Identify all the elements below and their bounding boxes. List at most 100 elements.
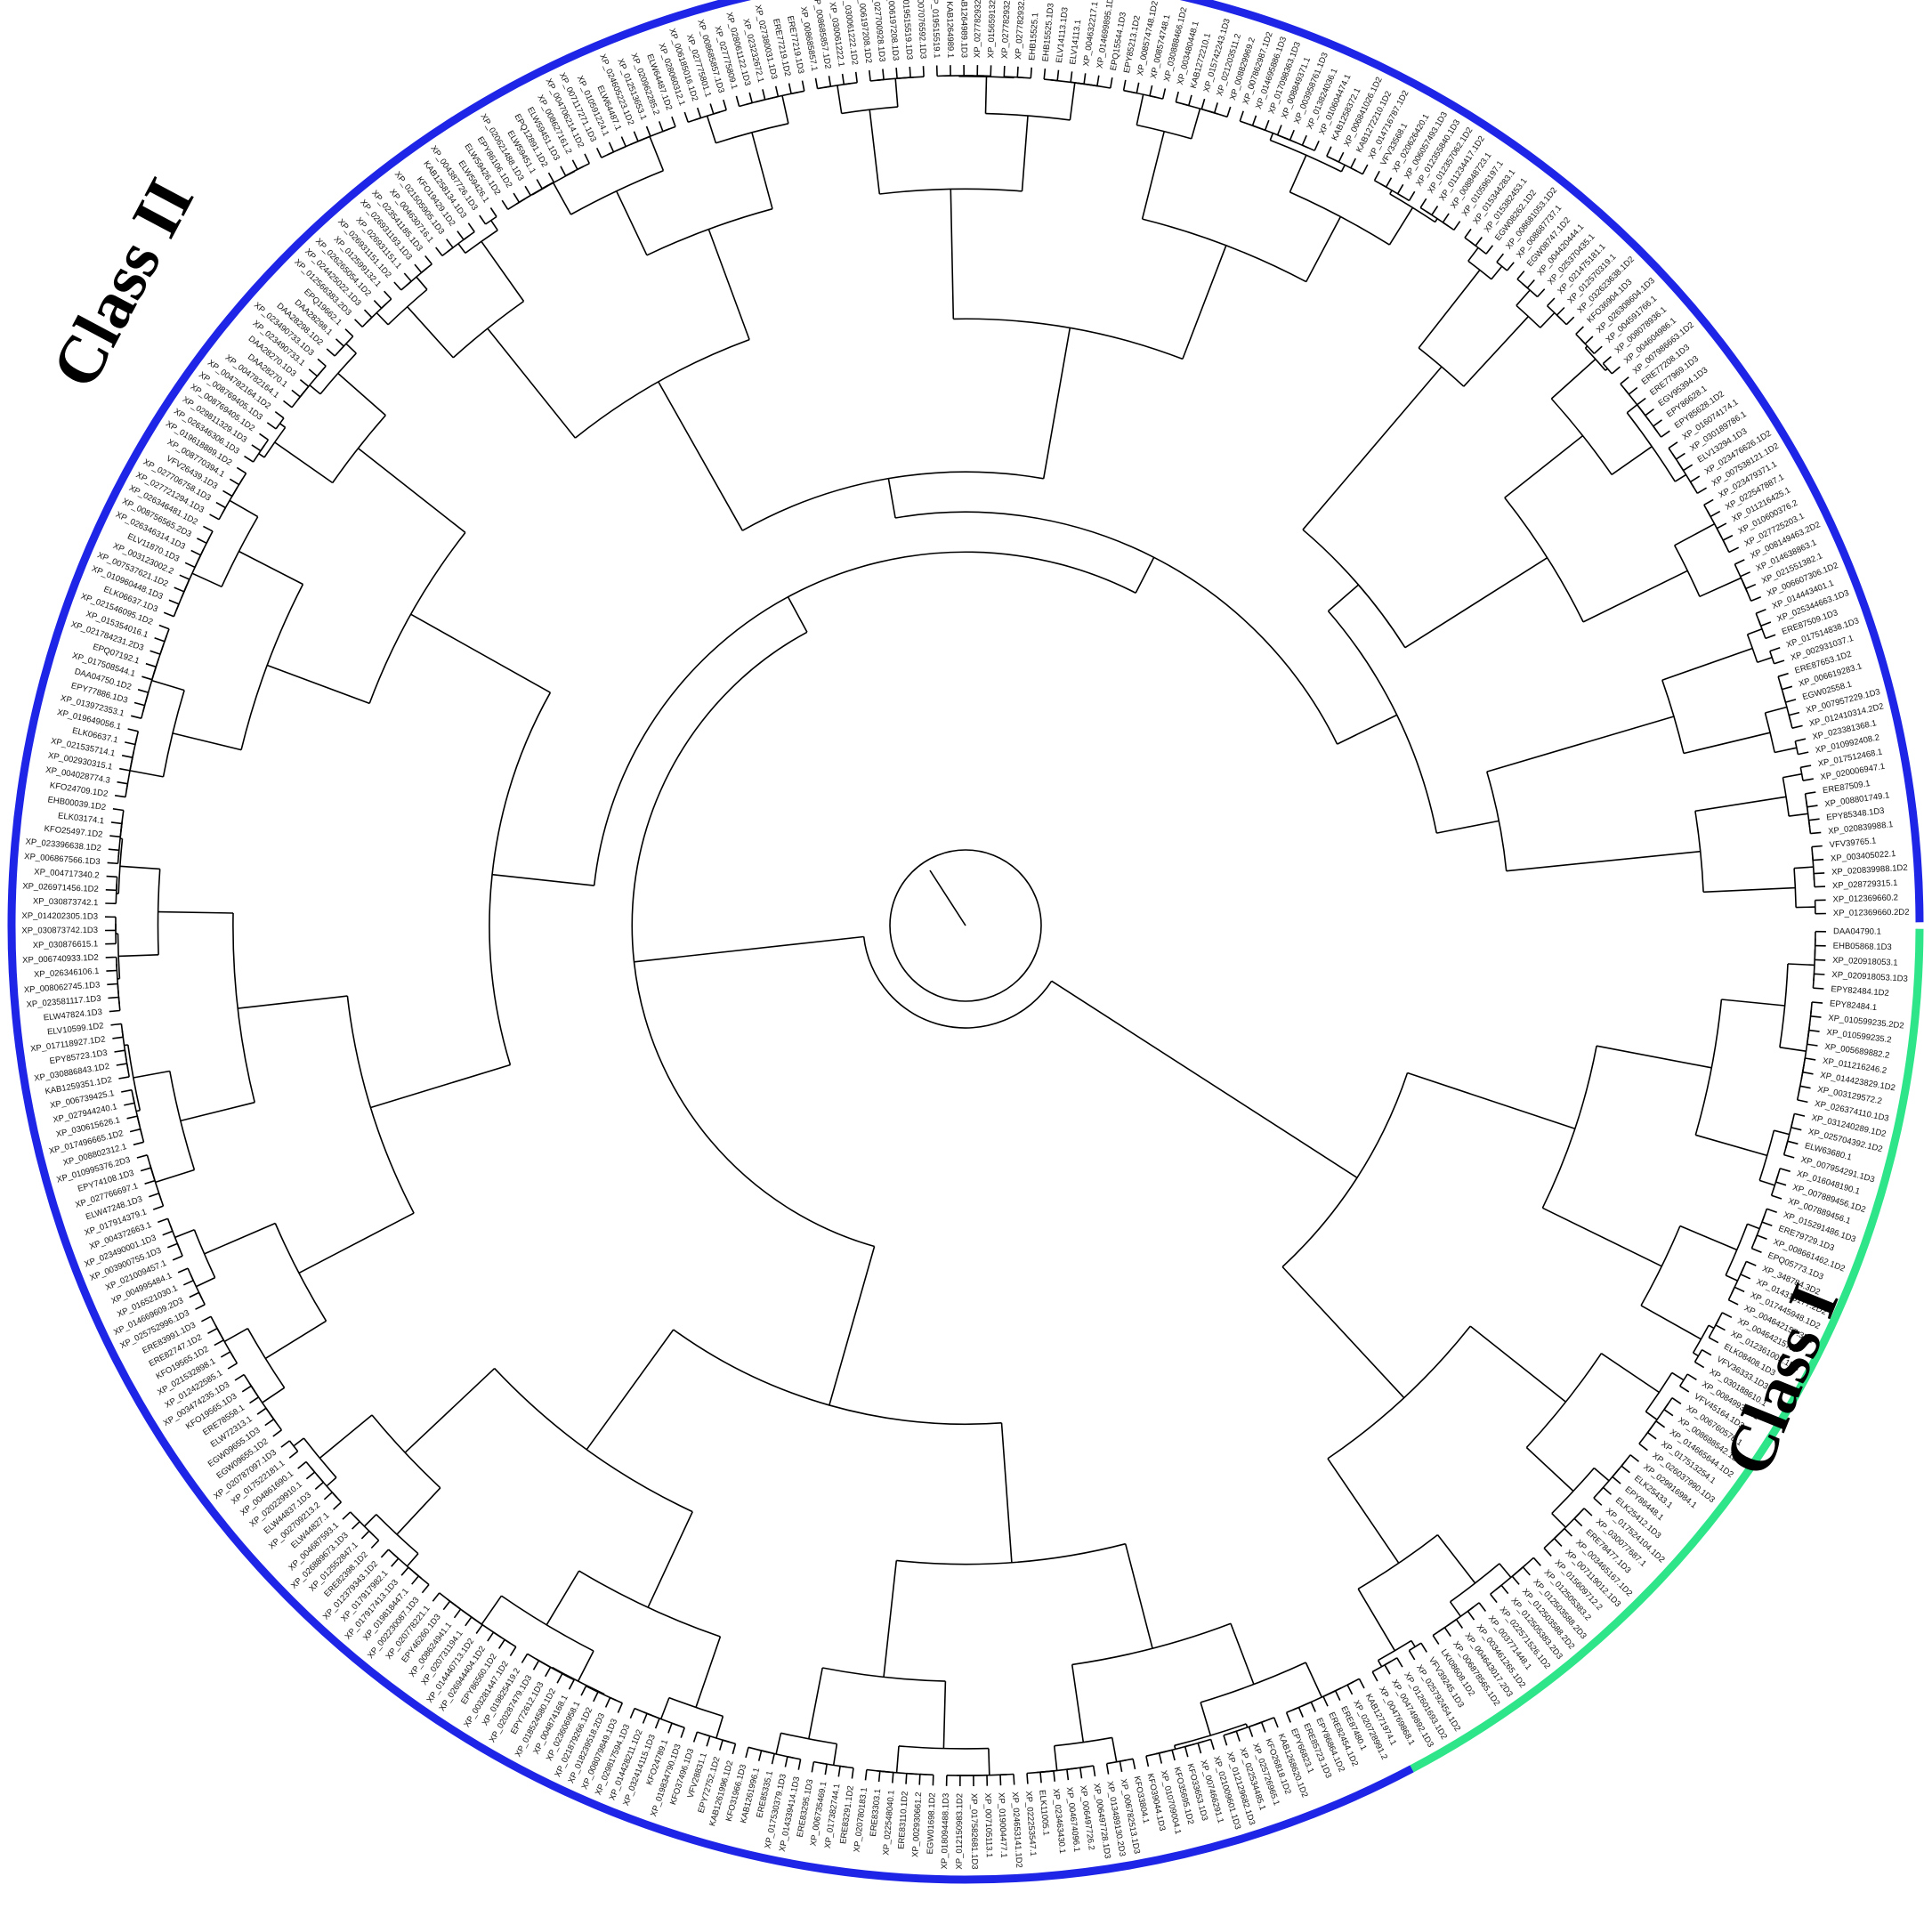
tree-branch (1638, 1443, 1648, 1452)
tree-branch (457, 243, 466, 254)
tree-branch (1699, 577, 1742, 598)
tree-branch (895, 1745, 900, 1773)
tree-branch (1136, 124, 1192, 140)
tree-branch (204, 1222, 276, 1255)
tree-branch (887, 478, 896, 519)
leaf-label: EPY82484.1D2 (1831, 984, 1889, 999)
tree-branch (1371, 1671, 1378, 1682)
tree-branch (1721, 1312, 1733, 1319)
tree-branch (1805, 1057, 1816, 1061)
tree-branch (317, 358, 327, 367)
tree-branch (1802, 1071, 1814, 1075)
tree-branch (1289, 129, 1295, 141)
tree-branch (1119, 1760, 1123, 1773)
tree-branch (1432, 1635, 1440, 1646)
tree-branch (1251, 115, 1257, 126)
tree-branch (150, 650, 161, 655)
tree-branch (1715, 1324, 1726, 1331)
tree-branch (905, 1773, 908, 1784)
tree-branch (1565, 316, 1575, 326)
tree-branch (1431, 206, 1439, 215)
tree-branch (735, 95, 740, 107)
tree-branch (158, 910, 234, 914)
tree-branch (457, 231, 465, 240)
leaf-label: XP_027782932.1D2 (973, 0, 983, 58)
tree-branch (424, 255, 432, 265)
tree-branch (467, 222, 475, 232)
leaf-label: XP_019515519.1D3 (900, 0, 915, 60)
tree-branch (787, 596, 808, 633)
tree-branch (1584, 336, 1594, 344)
tree-branch (1647, 1431, 1657, 1440)
tree-branch (1175, 91, 1179, 102)
tree-branch (1248, 1727, 1254, 1737)
leaf-label: XP_030873742.1 (33, 896, 99, 908)
tree-branch (1411, 1640, 1416, 1647)
tree-branch (319, 352, 357, 395)
tree-branch (524, 185, 531, 196)
tree-branch (942, 1681, 947, 1749)
tree-branch (252, 444, 265, 463)
tree-branch (132, 1096, 141, 1127)
tree-branch (342, 1511, 352, 1520)
tree-branch (1645, 1371, 1673, 1412)
tree-branch (1230, 1623, 1255, 1685)
class-ii-arc (7, 0, 1924, 1884)
tree-branch (107, 983, 118, 986)
tree-branch (1750, 595, 1762, 603)
tree-branch (797, 1759, 802, 1770)
tree-branch (1340, 165, 1346, 173)
tree-branch (1765, 634, 1776, 640)
tree-branch (1774, 659, 1785, 665)
tree-branch (654, 1718, 660, 1729)
tree-branch (1813, 858, 1824, 861)
tree-branch (234, 1373, 245, 1381)
tree-branch (109, 1009, 120, 1013)
tree-branch (671, 116, 676, 127)
tree-branch (376, 311, 389, 326)
tree-branch (1467, 1610, 1475, 1621)
tree-branch (869, 109, 881, 195)
tree-branch (263, 426, 287, 458)
tree-branch (958, 75, 1015, 79)
tree-branch (631, 631, 875, 1248)
tree-branch (1789, 711, 1800, 716)
tree-branch (1184, 1746, 1189, 1758)
tree-branch (999, 1775, 1002, 1786)
tree-branch (1384, 1664, 1391, 1675)
tree-branch (323, 1492, 333, 1500)
tree-branch (1235, 1730, 1241, 1742)
leaf-label: EHB15525.1D3 (1041, 3, 1056, 62)
tree-branch (155, 1169, 195, 1184)
tree-branch (1771, 1194, 1782, 1200)
tree-branch (288, 1451, 299, 1459)
tree-branch (864, 1769, 868, 1781)
leaf-label: XP_004717340.2 (34, 867, 100, 880)
tree-branch (308, 368, 318, 377)
tree-branch (279, 423, 287, 428)
tree-branch (129, 1128, 141, 1133)
tree-branch (1486, 716, 1675, 772)
tree-branch (1264, 119, 1270, 131)
tree-branch (775, 1733, 782, 1755)
tree-branch (251, 444, 262, 452)
tree-branch (236, 466, 247, 474)
tree-branch (1305, 216, 1342, 282)
tree-branch (1171, 1750, 1176, 1761)
tree-branch (118, 954, 159, 958)
tree-branch (1694, 796, 1787, 813)
tree-branch (1782, 772, 1802, 779)
tree-branch (1612, 1476, 1621, 1484)
tree-branch (174, 586, 185, 593)
tree-branch (1708, 1318, 1720, 1339)
tree-branch (918, 1774, 921, 1785)
tree-branch (360, 1530, 370, 1540)
tree-branch (158, 624, 170, 630)
tree-branch (509, 1646, 517, 1657)
tree-branch (1683, 732, 1771, 755)
tree-branch (1426, 210, 1450, 227)
tree-branch (1810, 831, 1822, 835)
tree-branch (272, 1429, 282, 1437)
tree-branch (193, 1229, 216, 1278)
tree-branch (1575, 326, 1584, 335)
